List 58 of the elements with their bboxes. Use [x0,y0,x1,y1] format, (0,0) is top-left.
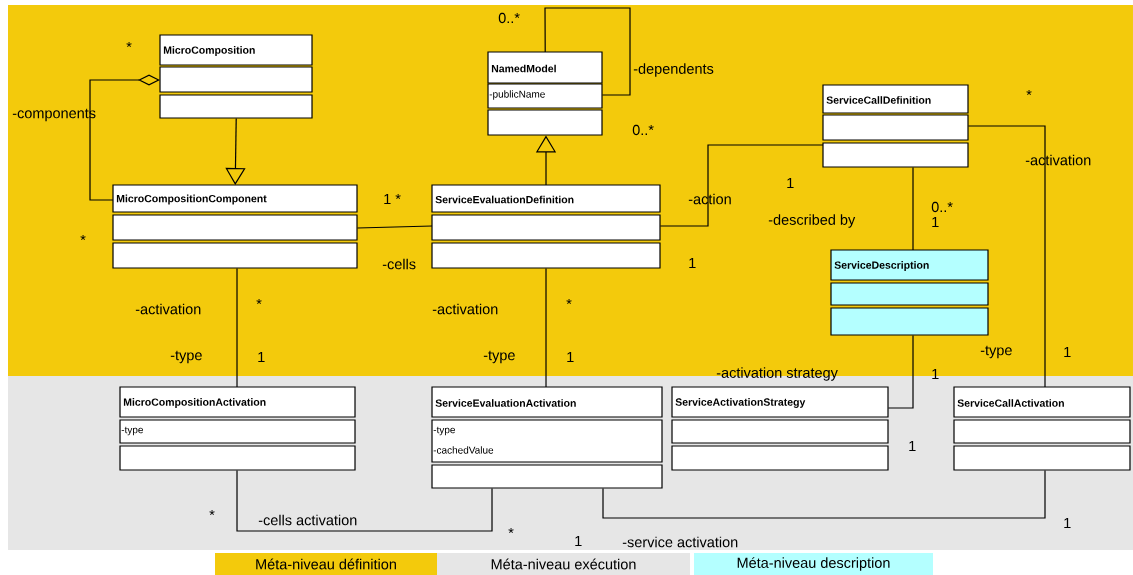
role-label: -dependents [633,63,714,77]
role-label: -type [980,345,1012,359]
class-box: ServiceDescription [830,249,989,336]
node-label: -type [121,426,143,436]
legend-text: Méta-niveau description [737,557,890,571]
multiplicity-label: * [80,235,86,241]
class-box: NamedModel -publicName [487,51,603,136]
role-label: -cells [382,258,416,270]
multiplicity-label: 1 [689,258,696,268]
association-line [659,144,824,227]
node-label: -publicName [489,90,545,100]
multiplicity-label: 0..* [632,124,654,136]
association-line [236,267,238,388]
multiplicity-label: * [209,510,215,516]
role-label: -described by [768,214,856,228]
multiplicity-label: 1 [258,352,265,362]
class-box: ServiceEvaluationActivation -type -cachedValue [431,386,663,489]
association-line [89,74,160,201]
association-line [602,469,1046,519]
association-line [545,267,547,388]
multiplicity-label: 1 [575,536,582,546]
legend-text: Méta-niveau définition [256,558,396,570]
class-box: ServiceEvaluationDefinition [431,184,661,269]
multiplicity-label: 1 [909,441,916,451]
class-box: MicroComposition [159,34,313,119]
multiplicity-label: 0..* [498,12,520,24]
class-box: MicroCompositionActivation -type [119,386,356,471]
role-label: -cells activation [258,514,357,526]
role-label: -service activation [622,536,738,548]
role-label: -activation [135,303,201,315]
association-line [887,334,914,409]
multiplicity-label: 1 [787,178,794,188]
role-label: -type [170,350,202,364]
class-box: ServiceActivationStrategy [671,386,889,471]
multiplicity-label: * [126,42,132,48]
association-line [912,166,914,251]
multiplicity-label: * [256,299,262,305]
multiplicity-label: 1 [1064,347,1071,357]
multiplicity-label: * [1026,90,1032,96]
multiplicity-label: 0..* [931,201,953,213]
multiplicity-label: * [508,528,514,534]
class-box: ServiceCallDefinition [822,84,969,168]
association-line [225,117,246,185]
multiplicity-label: * [566,299,572,305]
role-label: -type [483,350,515,364]
multiplicity-label: 1 [932,217,939,227]
association-line [967,125,1046,388]
legend-text: Méta-niveau exécution [491,558,636,570]
association-line [236,469,493,532]
role-label: -activation [432,303,498,315]
association-line [356,225,433,229]
multiplicity-label: 1 [567,352,574,362]
multiplicity-label: 1 * [384,194,401,204]
class-box: ServiceCallActivation [953,386,1131,471]
multiplicity-label: 1 [1064,518,1071,528]
association-line [544,7,631,96]
class-box: MicroCompositionComponent [112,184,358,269]
node-label: ServiceEvaluationActivation [435,399,576,407]
